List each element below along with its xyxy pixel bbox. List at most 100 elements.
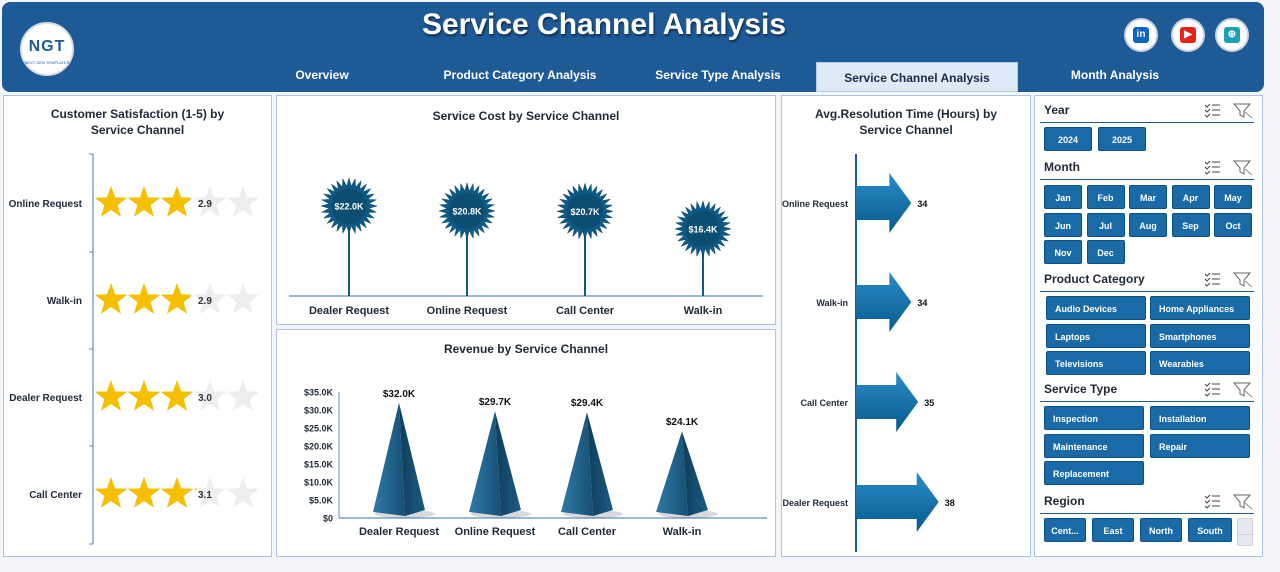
youtube-icon-button[interactable]: ▶ xyxy=(1171,18,1205,52)
tab-month-analysis[interactable]: Month Analysis xyxy=(1070,68,1160,82)
rating-value-label: 3.1 xyxy=(198,490,212,501)
revenue-pyramid xyxy=(469,411,501,516)
month-option-mar[interactable]: Mar xyxy=(1129,185,1167,209)
cost-marker-core xyxy=(567,193,603,230)
category-label: Walk-in xyxy=(663,526,702,538)
month-option-feb[interactable]: Feb xyxy=(1086,185,1125,209)
month-option-dec[interactable]: Dec xyxy=(1086,240,1125,264)
cost-marker-core xyxy=(685,210,721,247)
resolution-arrow xyxy=(856,372,919,432)
cost-value-label: $20.7K xyxy=(570,207,600,217)
service-cost-title: Service Cost by Service Channel xyxy=(432,109,620,123)
product-category-option-televisions[interactable]: Televisions xyxy=(1046,351,1146,375)
cost-value-label: $20.8K xyxy=(452,206,482,216)
category-label: Walk-in xyxy=(47,296,82,307)
tab-product-category-analysis[interactable]: Product Category Analysis xyxy=(443,68,597,82)
region-option-south[interactable]: South xyxy=(1188,518,1232,542)
rating-star-filled xyxy=(127,477,161,508)
y-tick-label: $25.0K xyxy=(304,424,334,434)
month-option-aug[interactable]: Aug xyxy=(1129,212,1167,237)
service-type-option-maintenance[interactable]: Maintenance xyxy=(1044,433,1144,458)
rating-value-label: 2.9 xyxy=(198,296,212,307)
cost-value-label: $16.4K xyxy=(688,224,718,234)
month-option-nov[interactable]: Nov xyxy=(1044,240,1082,264)
multi-select-icon[interactable] xyxy=(1204,160,1220,175)
year-slicer-divider xyxy=(1040,122,1254,123)
clear-filter-icon[interactable] xyxy=(1232,382,1253,398)
revenue-chart: $0$5.0K$10.0K$15.0K$20.0K$25.0K$30.0K$35… xyxy=(304,388,767,538)
category-label: Call Center xyxy=(29,490,82,501)
category-label: Call Center xyxy=(556,305,615,317)
rating-star-filled xyxy=(127,186,161,217)
y-tick-label: $30.0K xyxy=(304,406,334,416)
rating-star-filled xyxy=(127,380,161,411)
category-label: Dealer Request xyxy=(782,498,848,508)
clear-filter-icon[interactable] xyxy=(1232,160,1253,176)
service-type-option-installation[interactable]: Installation xyxy=(1150,406,1250,430)
region-scroll[interactable] xyxy=(1237,534,1253,546)
region-option-cent-[interactable]: Cent... xyxy=(1044,518,1086,542)
product-category-option-audio-devices[interactable]: Audio Devices xyxy=(1046,296,1146,320)
logo: NGT NEXT GEN TEMPLATES xyxy=(20,22,74,76)
revenue-pyramid xyxy=(656,431,688,516)
service-type-slicer-title: Service Type xyxy=(1044,382,1118,396)
revenue-value-label: $32.0K xyxy=(383,389,416,400)
resolution-value-label: 35 xyxy=(924,398,934,408)
month-option-apr[interactable]: Apr xyxy=(1171,185,1210,209)
multi-select-icon[interactable] xyxy=(1204,272,1220,287)
month-option-may[interactable]: May xyxy=(1214,185,1252,209)
clear-filter-icon[interactable] xyxy=(1232,103,1253,119)
rating-star-empty xyxy=(193,477,227,508)
service-type-option-inspection[interactable]: Inspection xyxy=(1044,406,1144,430)
resolution-value-label: 34 xyxy=(917,199,927,209)
rating-star-filled xyxy=(127,283,161,314)
multi-select-icon[interactable] xyxy=(1204,494,1220,509)
revenue-pyramid xyxy=(561,412,593,516)
clear-filter-icon[interactable] xyxy=(1232,272,1253,288)
revenue-value-label: $29.4K xyxy=(571,398,604,409)
web-icon: ⊕ xyxy=(1224,27,1240,43)
category-label: Call Center xyxy=(800,398,848,408)
month-option-jan[interactable]: Jan xyxy=(1044,185,1082,209)
satisfaction-panel: Customer Satisfaction (1-5) by Service C… xyxy=(3,95,272,557)
revenue-pyramid-side xyxy=(495,411,521,516)
cost-marker-core xyxy=(449,192,485,229)
service-type-option-replacement[interactable]: Replacement xyxy=(1044,461,1144,485)
month-option-jul[interactable]: Jul xyxy=(1086,212,1125,237)
rating-value-label: 3.0 xyxy=(198,393,212,404)
region-option-north[interactable]: North xyxy=(1140,518,1182,542)
y-tick-label: $5.0K xyxy=(309,496,334,506)
product-category-option-home-appliances[interactable]: Home Appliances xyxy=(1150,296,1250,320)
rating-star-filled xyxy=(94,477,128,508)
category-label: Walk-in xyxy=(684,305,723,317)
month-option-oct[interactable]: Oct xyxy=(1214,212,1252,237)
tab-service-channel-analysis[interactable]: Service Channel Analysis xyxy=(816,62,1018,92)
product-category-option-laptops[interactable]: Laptops xyxy=(1046,323,1146,348)
linkedin-icon-button[interactable]: in xyxy=(1124,18,1158,52)
tab-bar: Overview Product Category Analysis Service… xyxy=(2,62,1264,92)
rating-star-empty xyxy=(226,283,260,314)
y-tick-label: $20.0K xyxy=(304,442,334,452)
region-option-east[interactable]: East xyxy=(1092,518,1134,542)
region-slicer-tools xyxy=(1204,493,1254,510)
web-icon-button[interactable]: ⊕ xyxy=(1215,18,1249,52)
month-option-sep[interactable]: Sep xyxy=(1171,212,1210,237)
year-option-2025[interactable]: 2025 xyxy=(1098,127,1146,151)
tab-service-type-analysis[interactable]: Service Type Analysis xyxy=(655,68,781,82)
tab-overview[interactable]: Overview xyxy=(295,68,349,82)
product-category-option-smartphones[interactable]: Smartphones xyxy=(1150,323,1250,348)
clear-filter-icon[interactable] xyxy=(1232,494,1253,510)
year-option-2024[interactable]: 2024 xyxy=(1044,127,1092,151)
product-category-option-wearables[interactable]: Wearables xyxy=(1150,351,1250,375)
revenue-panel: Revenue by Service Channel $0$5.0K$10.0K… xyxy=(276,329,776,557)
category-label: Dealer Request xyxy=(309,305,389,317)
multi-select-icon[interactable] xyxy=(1204,103,1220,118)
category-label: Online Request xyxy=(9,199,83,210)
month-option-jun[interactable]: Jun xyxy=(1044,212,1082,237)
multi-select-icon[interactable] xyxy=(1204,382,1220,397)
rating-star-filled xyxy=(160,477,194,508)
category-label: Dealer Request xyxy=(9,393,82,404)
service-type-option-repair[interactable]: Repair xyxy=(1150,433,1250,458)
resolution-arrow xyxy=(856,272,912,332)
